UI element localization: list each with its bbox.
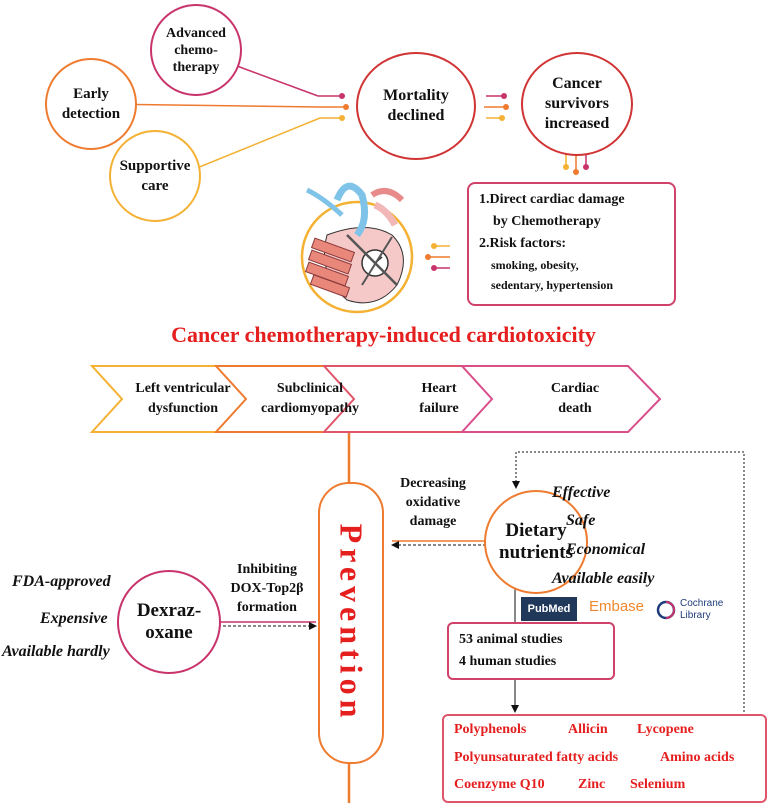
- prevention-pill: Prevention: [318, 482, 384, 764]
- nutrient-prop-safe: Safe: [566, 512, 596, 529]
- dex-prop-fda: FDA-approved: [12, 573, 111, 590]
- early-detection-circle: Early detection: [45, 58, 137, 150]
- dexrazoxane-circle: Dexraz- oxane: [117, 570, 221, 674]
- stage-heart-failure: Heart failure: [419, 381, 459, 416]
- nutrient-pufa: Polyunsaturated fatty acids: [454, 750, 619, 765]
- nutrient-zinc: Zinc: [578, 777, 606, 792]
- dexrazoxane-mechanism: Inhibiting DOX-Top2β formation: [230, 562, 304, 615]
- cochrane-line-2: Library: [680, 610, 711, 621]
- cancer-survivors-label: Cancer survivors increased: [544, 75, 610, 132]
- nutrient-prop-effective: Effective: [552, 484, 611, 501]
- damage-line-4: smoking, obesity,: [491, 258, 579, 272]
- nutrient-list-box: Polyphenols Allicin Lycopene Polyunsatur…: [442, 714, 767, 803]
- prevention-text: Prevention: [333, 523, 370, 723]
- advanced-chemotherapy-label: Advanced chemo- therapy: [166, 25, 226, 75]
- mortality-declined-circle: Mortality declined: [356, 52, 476, 160]
- dex-prop-expensive: Expensive: [40, 610, 108, 627]
- animal-studies: 53 animal studies: [459, 632, 563, 647]
- nutrient-allicin: Allicin: [568, 722, 608, 737]
- nutrient-lycopene: Lycopene: [637, 722, 694, 737]
- stage-cardiac-death: Cardiac death: [550, 381, 600, 416]
- early-detection-label: Early detection: [61, 86, 121, 122]
- damage-line-2: by Chemotherapy: [493, 214, 601, 229]
- damage-line-5: sedentary, hypertension: [491, 278, 614, 292]
- mortality-declined-label: Mortality declined: [383, 87, 449, 124]
- stage-subclinical: Subclinical cardiomyopathy: [261, 381, 359, 416]
- damage-line-1: 1.Direct cardiac damage: [479, 192, 625, 207]
- damage-line-3: 2.Risk factors:: [479, 236, 567, 251]
- heart-illustration: [287, 175, 423, 315]
- nutrient-amino-acids: Amino acids: [660, 750, 735, 765]
- supportive-care-circle: Supportive care: [109, 130, 201, 222]
- embase-text: Embase: [589, 598, 645, 615]
- embase-logo: Embase: [589, 598, 644, 615]
- pubmed-text: PubMed: [527, 603, 571, 615]
- cochrane-logo: Cochrane Library: [656, 598, 756, 622]
- dexrazoxane-label: Dexraz- oxane: [136, 600, 202, 643]
- prevention-label: Prevention: [333, 524, 370, 723]
- dex-prop-available: Available hardly: [2, 643, 110, 660]
- cardiac-damage-box: 1.Direct cardiac damage by Chemotherapy …: [467, 182, 676, 306]
- cochrane-line-1: Cochrane: [680, 598, 724, 609]
- nutrient-selenium: Selenium: [630, 777, 686, 792]
- nutrients-mechanism: Decreasing oxidative damage: [400, 476, 466, 529]
- nutrient-polyphenols: Polyphenols: [454, 722, 527, 737]
- cochrane-icon: [656, 600, 676, 620]
- studies-box: 53 animal studies 4 human studies: [447, 622, 615, 680]
- advanced-chemotherapy-circle: Advanced chemo- therapy: [150, 4, 242, 96]
- stage-left-ventricular: Left ventricular dysfunction: [135, 381, 231, 416]
- nutrient-coenzyme: Coenzyme Q10: [454, 777, 545, 792]
- human-studies: 4 human studies: [459, 654, 557, 669]
- pubmed-logo: PubMed: [521, 597, 577, 621]
- cancer-survivors-circle: Cancer survivors increased: [521, 52, 633, 156]
- nutrient-prop-economical: Economical: [566, 541, 646, 558]
- supportive-care-label: Supportive care: [119, 158, 191, 194]
- dietary-nutrients-label: Dietary nutrients: [499, 520, 573, 563]
- main-title: Cancer chemotherapy-induced cardiotoxici…: [171, 322, 596, 347]
- dietary-nutrients-circle: Dietary nutrients: [484, 490, 588, 594]
- nutrient-prop-available: Available easily: [552, 570, 655, 587]
